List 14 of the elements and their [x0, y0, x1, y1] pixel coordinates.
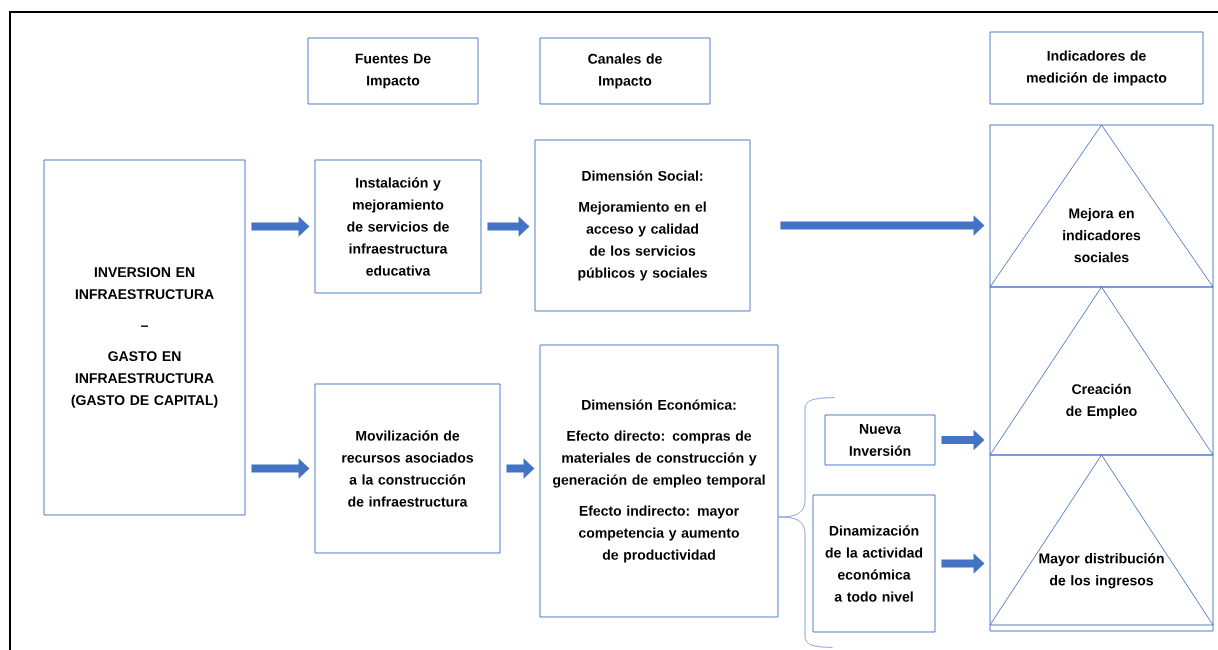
triangle-cell: Mejora en indicadores sociales: [989, 124, 1214, 288]
text-box: Dimensión Económica: Efecto directo: compras de materiales de construcción y generación de empleo temporal Efecto indirecto: mayor competencia y aumento de productividad: [539, 344, 779, 618]
text-box: Instalación y mejoramiento de servicios de infraestructura educativa: [314, 159, 482, 294]
text-box: Movilización de recursos asociados a la construcción de infraestructura: [314, 383, 501, 554]
triangle-cell: Creación de Empleo: [989, 286, 1214, 456]
brace: [778, 516, 833, 648]
text-box: Dinamización de la actividad económica a todo nivel: [812, 494, 936, 633]
text-box: Indicadores de medición de impacto: [989, 31, 1204, 105]
triangle-cell: Mayor distribución de los ingresos: [989, 454, 1214, 626]
text-box: Dimensión Social: Mejoramiento en el acceso y calidad de los servicios públicos y sociales: [534, 139, 751, 312]
text-box: Canales de Impacto: [539, 37, 711, 105]
text-box: Fuentes De Impacto: [307, 37, 479, 105]
text-box: Nueva Inversión: [824, 414, 936, 466]
text-box: INVERSION EN INFRAESTRUCTURA – GASTO EN INFRAESTRUCTURA (GASTO DE CAPITAL): [43, 159, 246, 516]
